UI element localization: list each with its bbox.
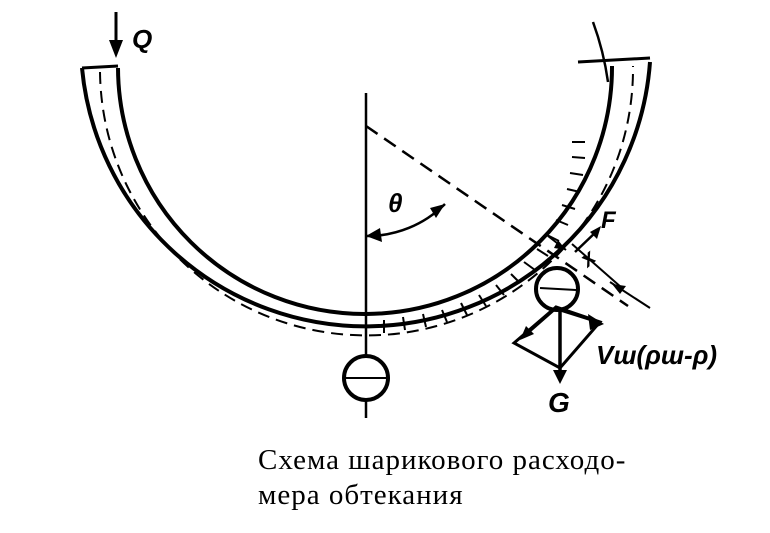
tube-right-end xyxy=(577,56,651,64)
tube-centerline xyxy=(99,65,635,337)
gap-arrow-head xyxy=(612,284,626,294)
label-G: G xyxy=(548,387,570,418)
theta-arrow-right xyxy=(430,204,445,218)
force-parallelogram xyxy=(511,305,603,370)
caption-line-2: мера обтекания xyxy=(258,479,464,511)
gravity-arrow-head xyxy=(553,370,567,384)
gap-line xyxy=(571,243,623,289)
theta-arrow-left xyxy=(366,228,382,242)
label-F: F xyxy=(601,207,617,234)
label-V: Vш(ρш-ρ) xyxy=(596,340,717,370)
caption-line-1: Схема шарикового расходо- xyxy=(258,444,627,476)
tangential-arrow-head xyxy=(520,326,534,340)
gap-left-arrow-head xyxy=(554,240,566,250)
drag-force-arrow-head xyxy=(590,226,601,239)
angle-radius-line xyxy=(365,124,629,308)
outer-scale-arc xyxy=(591,21,610,83)
flow-arrow-head xyxy=(109,40,123,58)
label-theta: θ xyxy=(388,188,403,218)
ball-deflected-center xyxy=(539,287,577,291)
tube-left-end xyxy=(81,64,119,70)
buoyancy-arrow-head xyxy=(588,314,604,330)
label-Q: Q xyxy=(132,24,152,54)
tube-outer-wall xyxy=(80,61,652,329)
diagram-caption: Схема шарикового расходо- мера обтекания xyxy=(258,443,758,513)
scale-ticks xyxy=(383,141,586,333)
